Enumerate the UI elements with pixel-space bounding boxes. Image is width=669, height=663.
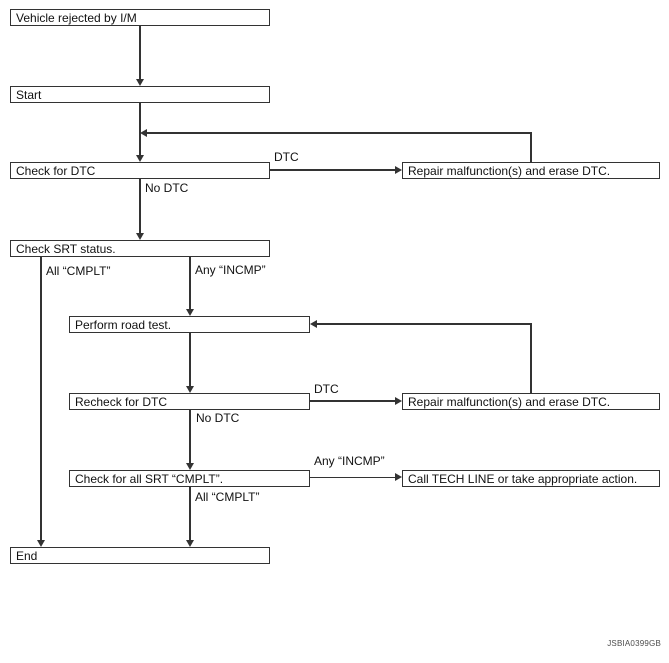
node-recheck-for-dtc: Recheck for DTC: [69, 393, 310, 410]
edge-check-dtc-to-repair1: [270, 169, 396, 171]
node-check-srt-status: Check SRT status.: [10, 240, 270, 257]
edge-repair2-feedback-vertical: [530, 324, 532, 393]
arrow-down-icon: [186, 463, 194, 470]
node-start: Start: [10, 86, 270, 103]
arrow-down-icon: [136, 233, 144, 240]
edge-label-all-cmplt-2: All “CMPLT”: [195, 490, 260, 504]
arrow-down-icon: [37, 540, 45, 547]
node-vehicle-rejected: Vehicle rejected by I/M: [10, 9, 270, 26]
edge-label-any-incmp-2: Any “INCMP”: [314, 454, 385, 468]
edge-repair1-feedback-vertical: [530, 133, 532, 162]
arrow-down-icon: [186, 540, 194, 547]
edge-check-all-srt-to-call-tech: [310, 476, 396, 478]
edge-label-no-dtc-1: No DTC: [145, 181, 189, 195]
arrow-down-icon: [186, 309, 194, 316]
edge-label-dtc-2: DTC: [314, 382, 339, 396]
arrow-down-icon: [136, 155, 144, 162]
edge-road-test-to-recheck-dtc: [189, 332, 191, 387]
arrow-right-icon: [395, 166, 402, 174]
edge-label-no-dtc-2: No DTC: [196, 411, 240, 425]
node-check-for-dtc: Check for DTC: [10, 162, 270, 179]
figure-code: JSBIA0399GB: [607, 639, 661, 648]
edge-vehicle-to-start: [139, 25, 141, 80]
edge-recheck-to-check-all-srt: [189, 409, 191, 464]
edge-label-dtc-1: DTC: [274, 150, 299, 164]
node-perform-road-test: Perform road test.: [69, 316, 310, 333]
edge-recheck-dtc-to-repair2: [310, 400, 396, 402]
edge-repair1-feedback-horizontal: [146, 132, 532, 134]
edge-label-any-incmp-branch: Any “INCMP”: [195, 263, 266, 277]
node-repair-erase-dtc-2: Repair malfunction(s) and erase DTC.: [402, 393, 660, 410]
edge-check-all-srt-to-end: [189, 486, 191, 541]
arrow-down-icon: [186, 386, 194, 393]
arrow-right-icon: [395, 473, 402, 481]
arrow-down-icon: [136, 79, 144, 86]
arrow-right-icon: [395, 397, 402, 405]
edge-check-dtc-to-check-srt: [139, 178, 141, 234]
arrow-left-icon: [140, 129, 147, 137]
edge-check-srt-to-road-test: [189, 256, 191, 310]
node-check-all-srt-cmplt: Check for all SRT “CMPLT”.: [69, 470, 310, 487]
edge-label-all-cmplt-branch: All “CMPLT”: [46, 264, 111, 278]
arrow-left-icon: [310, 320, 317, 328]
node-repair-erase-dtc-1: Repair malfunction(s) and erase DTC.: [402, 162, 660, 179]
edge-repair2-feedback-horizontal: [316, 323, 532, 325]
node-end: End: [10, 547, 270, 564]
edge-check-srt-to-end: [40, 256, 42, 541]
node-call-tech-line: Call TECH LINE or take appropriate actio…: [402, 470, 660, 487]
